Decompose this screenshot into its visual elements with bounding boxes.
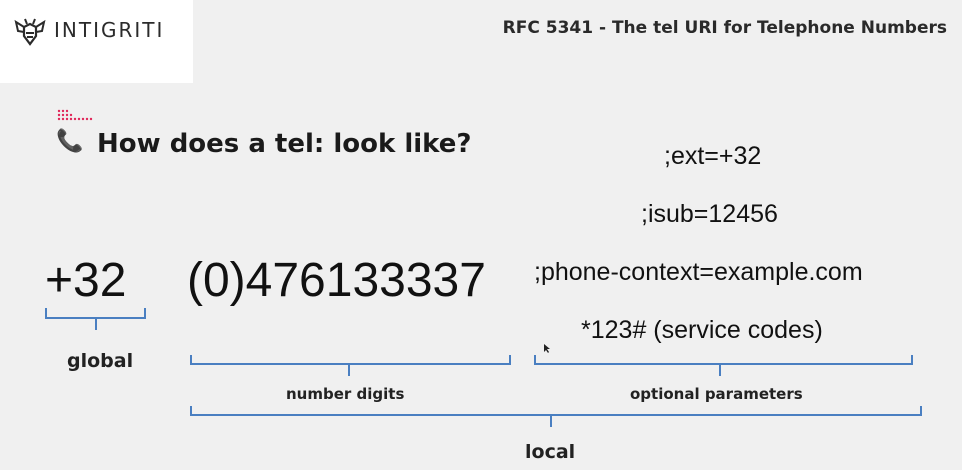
mouse-pointer-icon <box>544 344 550 353</box>
telephone-receiver-icon: 📞 <box>56 128 84 153</box>
logo-text: INTIGRITI <box>54 18 165 42</box>
bee-logo-icon <box>14 18 46 46</box>
global-bracket <box>45 308 146 330</box>
number-digits-label: number digits <box>286 385 405 403</box>
dot-grid-icon <box>57 109 93 121</box>
param-service-codes: *123# (service codes) <box>581 316 823 344</box>
global-label: global <box>67 350 134 372</box>
optional-parameters-label: optional parameters <box>630 385 803 403</box>
number-digits-bracket <box>190 355 511 376</box>
param-ext: ;ext=+32 <box>664 142 762 170</box>
header-title: RFC 5341 - The tel URI for Telephone Num… <box>502 18 947 38</box>
local-label: local <box>525 441 576 463</box>
optional-parameters-bracket <box>534 355 913 376</box>
param-phone-context: ;phone-context=example.com <box>534 258 863 286</box>
number-digits: (0)476133337 <box>187 254 486 307</box>
param-isub: ;isub=12456 <box>641 200 778 228</box>
local-bracket <box>190 406 922 427</box>
country-code: +32 <box>45 254 127 307</box>
slide-heading: How does a tel: look like? <box>97 129 472 159</box>
logo-area: INTIGRITI <box>0 0 193 83</box>
